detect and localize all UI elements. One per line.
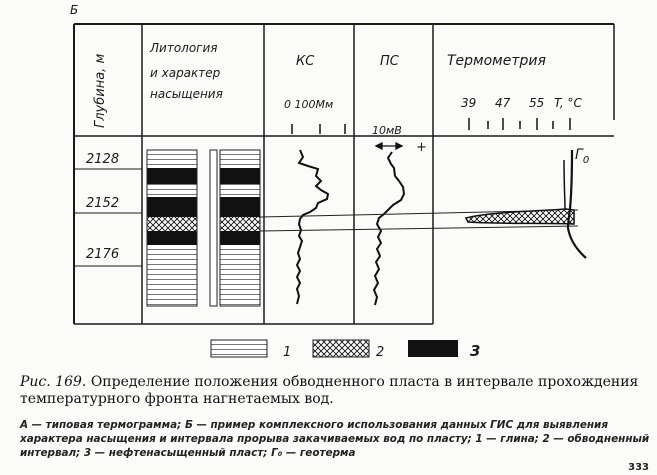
ks-scale-ticks bbox=[291, 124, 346, 134]
legend-swatch-watered bbox=[312, 339, 370, 358]
figure-caption-text: Определение положения обводненного пласт… bbox=[20, 374, 639, 407]
thermogram-anomaly bbox=[464, 208, 575, 225]
legend-number-2: 2 bbox=[376, 345, 384, 360]
ps-scale-label: 10мВ bbox=[372, 124, 402, 137]
thermo-scale-value-1: 39 bbox=[461, 96, 476, 110]
legend-swatch-oil bbox=[408, 340, 458, 357]
depth-value-2: 2152 bbox=[86, 196, 119, 211]
ps-column-header: ПС bbox=[380, 54, 400, 69]
ks-column-header: КС bbox=[296, 54, 315, 69]
depth-column-header: Глубина, м bbox=[93, 54, 108, 128]
lithology-header-line-3: насыщения bbox=[150, 87, 223, 101]
ks-scale-label: 0 100Мм bbox=[284, 98, 333, 111]
ps-scale-arrow bbox=[374, 141, 404, 151]
geotherm-curve bbox=[566, 149, 587, 259]
thermo-scale-unit: T, °C bbox=[554, 96, 583, 110]
thermogram-curve bbox=[563, 159, 566, 210]
legend-number-1: 1 bbox=[283, 345, 291, 360]
geotherm-label: Г0 bbox=[575, 147, 589, 166]
thermo-scale-ticks bbox=[468, 118, 571, 130]
well-log-figure: Б Глубина, м Литология и характер насыще… bbox=[70, 3, 615, 360]
log-table-frame bbox=[73, 23, 615, 325]
thermo-scale-value-2: 47 bbox=[495, 96, 511, 110]
lithology-header-line-1: Литология bbox=[149, 41, 218, 55]
figure-caption: Рис. 169. Определение положения обводнен… bbox=[20, 374, 650, 408]
figure-label: Рис. 169. bbox=[20, 374, 87, 390]
ps-curve bbox=[372, 151, 406, 306]
panel-label: Б bbox=[70, 3, 78, 17]
pattern-legend: 1 2 3 bbox=[210, 339, 480, 360]
thermo-scale-value-3: 55 bbox=[529, 96, 544, 110]
ps-polarity-sign: + bbox=[416, 140, 427, 155]
ks-curve bbox=[295, 149, 330, 305]
figure-legend-note: А — типовая термограмма; Б — пример комп… bbox=[20, 419, 650, 459]
lithology-column bbox=[146, 149, 261, 307]
legend-swatch-clay bbox=[210, 339, 268, 358]
lithology-header-line-2: и характер bbox=[150, 66, 221, 80]
thermo-column-header: Термометрия bbox=[447, 53, 546, 69]
legend-number-3: 3 bbox=[470, 342, 480, 360]
depth-value-3: 2176 bbox=[86, 247, 119, 262]
depth-value-1: 2128 bbox=[86, 152, 119, 167]
page-number: 333 bbox=[628, 462, 649, 473]
